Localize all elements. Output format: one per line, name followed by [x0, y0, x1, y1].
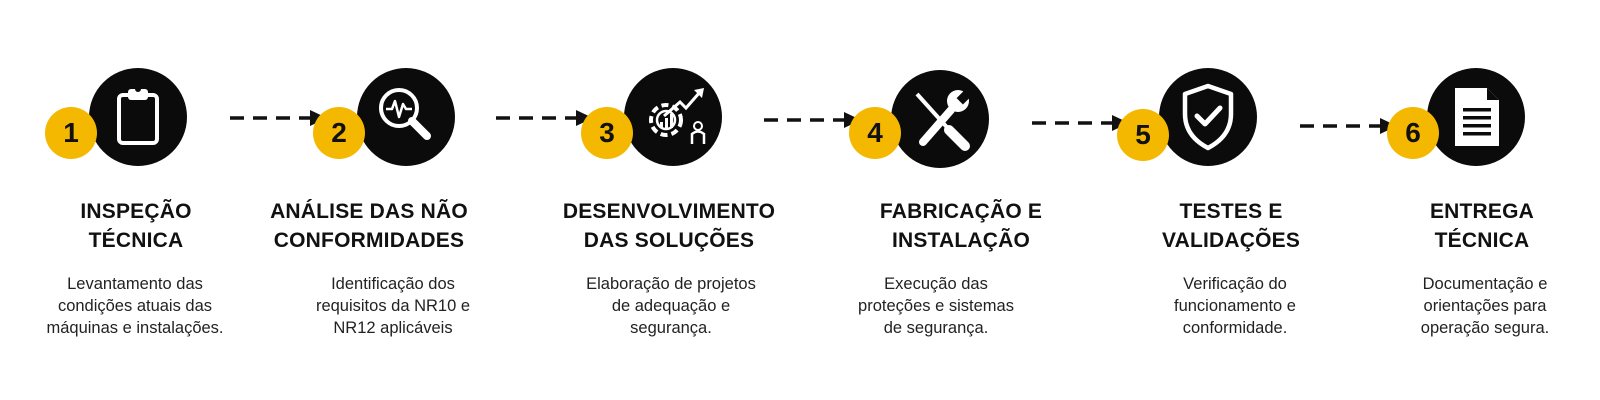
- step-number-badge: 1: [45, 107, 97, 159]
- step-title: FABRICAÇÃO E INSTALAÇÃO: [879, 200, 1043, 252]
- step-title: TESTES E VALIDAÇÕES: [1161, 200, 1301, 252]
- shield-check-icon: [1159, 68, 1257, 166]
- tools-icon: [891, 70, 989, 168]
- clipboard-icon: [89, 68, 187, 166]
- step-description: Levantamento das condições atuais das má…: [46, 275, 224, 337]
- magnifier-analysis-icon: [357, 68, 455, 166]
- gear-growth-icon: [624, 68, 722, 166]
- step-title: ENTREGA TÉCNICA: [1429, 200, 1535, 252]
- document-icon: [1427, 68, 1525, 166]
- step-title: DESENVOLVIMENTO DAS SOLUÇÕES: [562, 200, 776, 252]
- step-title: ANÁLISE DAS NÃO CONFORMIDADES: [270, 200, 468, 252]
- step-description: Execução das proteções e sistemas de seg…: [858, 275, 1014, 337]
- step-description: Identificação dos requisitos da NR10 e N…: [315, 275, 471, 337]
- step-number-badge: 4: [849, 107, 901, 159]
- step-title: INSPEÇÃO TÉCNICA: [80, 200, 192, 252]
- dashed-arrow-icon: [1300, 116, 1400, 136]
- step-number-badge: 6: [1387, 107, 1439, 159]
- step-number-badge: 5: [1117, 109, 1169, 161]
- step-number-badge: 2: [313, 107, 365, 159]
- step-description: Verificação do funcionamento e conformid…: [1173, 275, 1296, 337]
- step-description: Elaboração de projetos de adequação e se…: [586, 275, 756, 337]
- step-description: Documentação e orientações para operação…: [1420, 275, 1550, 337]
- step-number-badge: 3: [581, 107, 633, 159]
